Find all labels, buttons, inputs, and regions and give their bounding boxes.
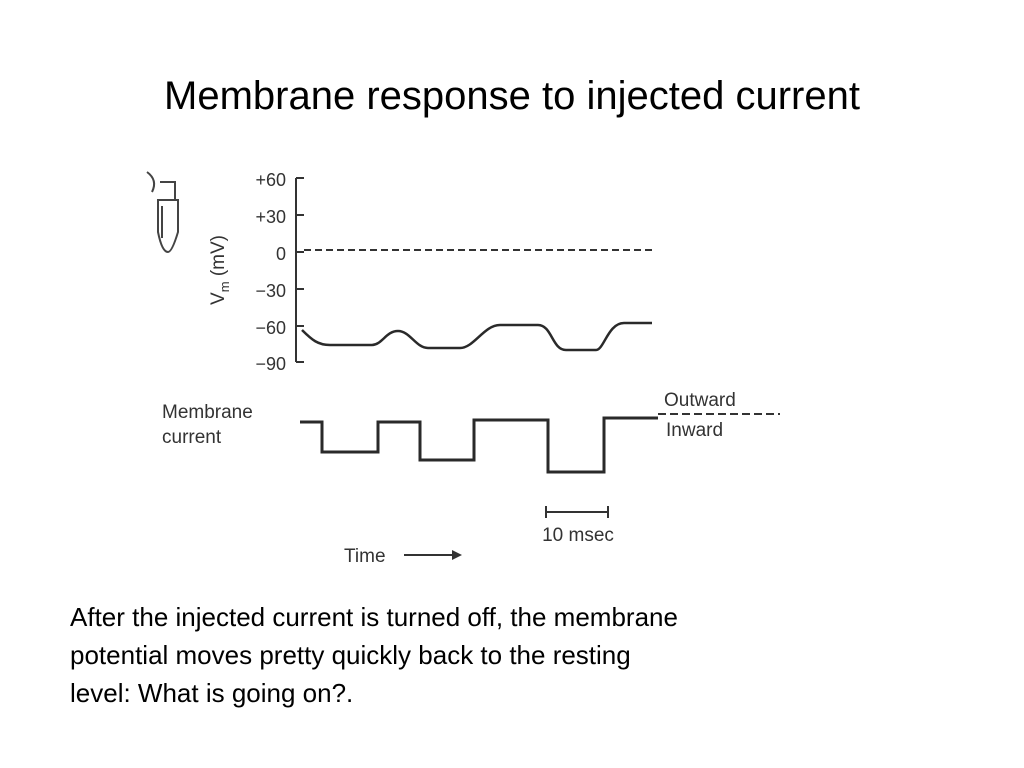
inward-label: Inward <box>666 420 723 441</box>
body-line: level: What is going on?. <box>70 678 354 708</box>
time-scale-bar <box>545 506 609 518</box>
y-axis-label: Vm (mV) <box>208 235 232 305</box>
y-axis <box>295 177 304 363</box>
membrane-current-trace <box>300 416 658 474</box>
y-tick-label: +60 <box>255 170 286 190</box>
y-tick-label: +30 <box>255 207 286 227</box>
slide-body-text: After the injected current is turned off… <box>70 598 920 712</box>
micropipette-electrode-icon <box>146 171 179 254</box>
membrane-potential-trace <box>301 321 652 352</box>
y-tick-label: −90 <box>255 354 286 374</box>
time-arrow-icon <box>404 550 462 560</box>
time-axis-label: Time <box>344 546 386 567</box>
slide-title: Membrane response to injected current <box>164 74 860 118</box>
y-tick-label: 0 <box>276 244 286 264</box>
y-tick-label: −30 <box>255 281 286 301</box>
membrane-current-label: current <box>162 427 222 448</box>
body-line: potential moves pretty quickly back to t… <box>70 640 631 670</box>
body-line: After the injected current is turned off… <box>70 602 678 632</box>
scale-bar-label: 10 msec <box>542 525 614 546</box>
membrane-current-label: Membrane <box>162 402 253 423</box>
y-tick-label: −60 <box>255 318 286 338</box>
outward-label: Outward <box>664 390 736 411</box>
